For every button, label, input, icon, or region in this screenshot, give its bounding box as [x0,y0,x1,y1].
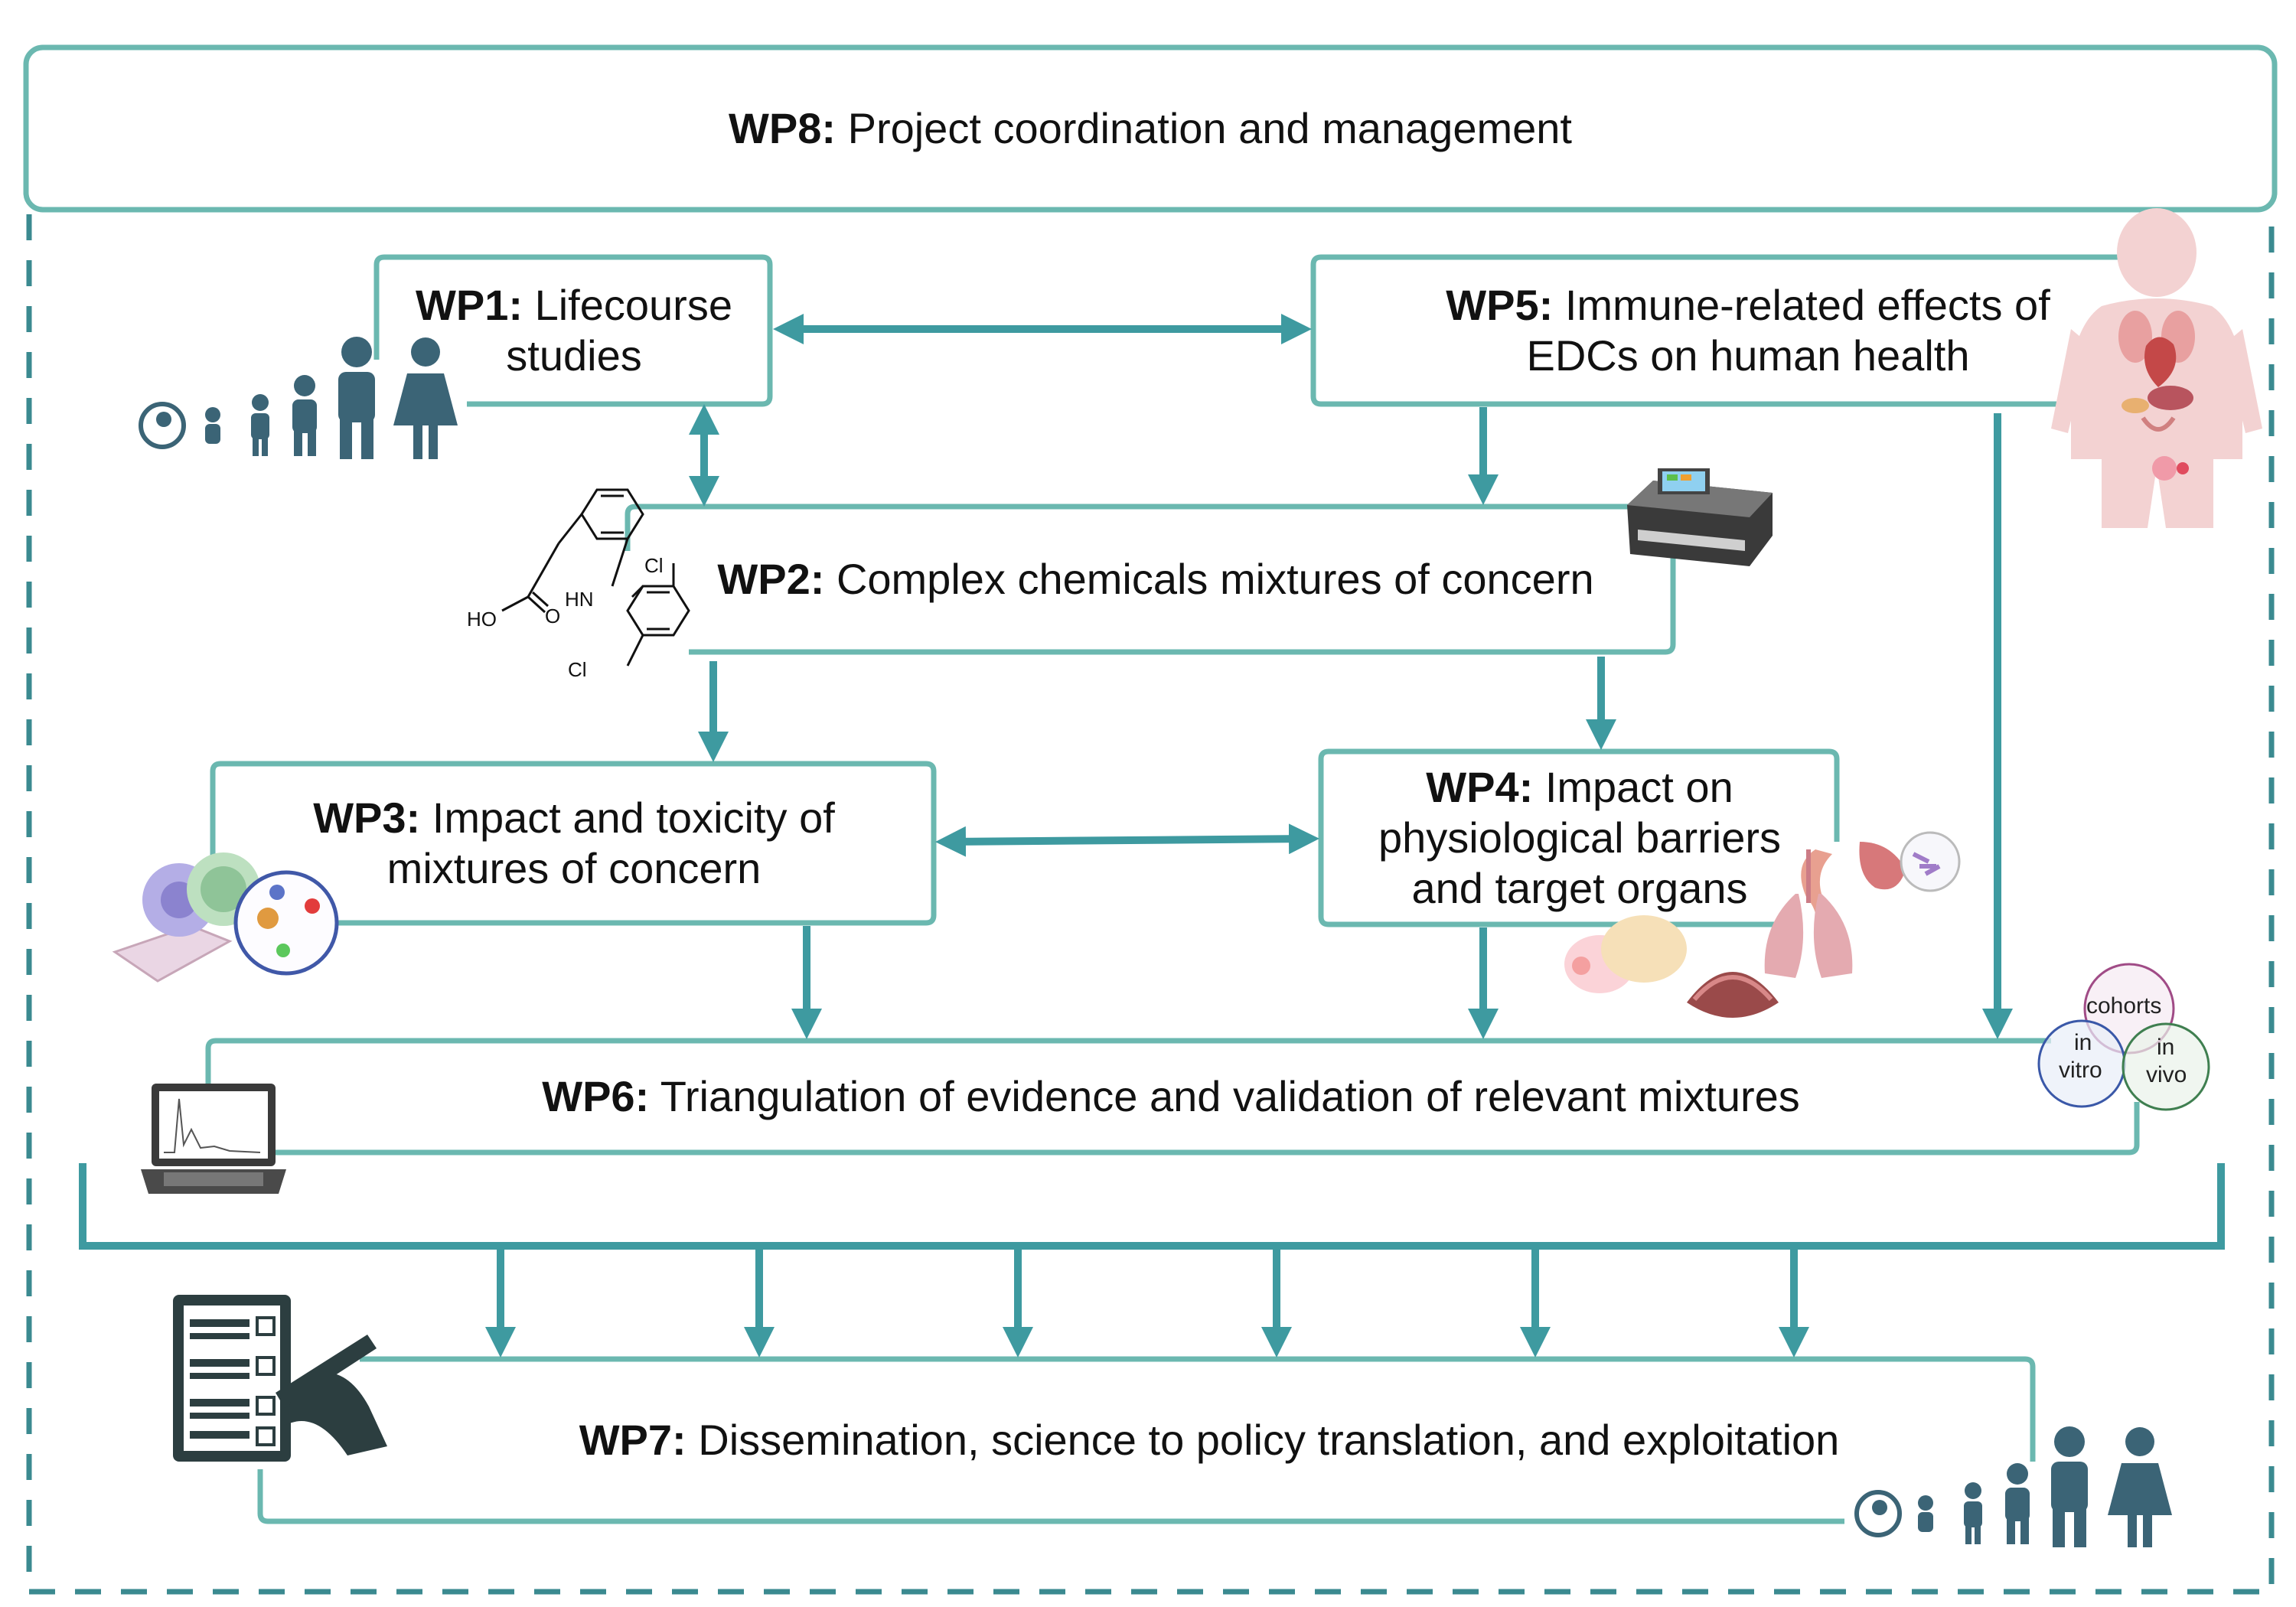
wp3-line1: Impact and toxicity of [432,794,835,842]
venn-diagram [2037,963,2210,1111]
wp4-line2: physiological barriers [1378,813,1781,862]
wp2-box [625,504,1676,655]
laptop-chart-icon [141,1084,286,1194]
wp5-line1: Immune-related effects of [1564,281,2050,329]
chem-nh: HN [565,588,594,611]
wp6-title: Triangulation of evidence and validation… [660,1072,1800,1120]
wp6-label: WP6: Triangulation of evidence and valid… [291,1045,2051,1148]
chem-cl-top: Cl [644,554,664,577]
checklist-icon [173,1295,387,1462]
wp7-code: WP7: [579,1416,687,1464]
family-lifecourse-icon-2 [1854,1426,2172,1547]
organs-icon [1564,831,1961,1018]
wp4-box [1318,748,1840,927]
venn-label-in-vitro-2: vitro [2059,1058,2102,1083]
dashed-frame [26,214,2275,1595]
wp4-code: WP4: [1426,763,1534,811]
chem-ho: HO [467,608,497,631]
wp6-code: WP6: [542,1072,650,1120]
chem-cl-bottom: Cl [568,658,587,681]
wp2-label: WP2: Complex chemicals mixtures of conce… [673,511,1638,647]
venn-label-cohorts: cohorts [2086,993,2161,1019]
wp5-code: WP5: [1446,281,1554,329]
wp4-line1: Impact on [1544,763,1733,811]
wp7-bracket [79,1163,2225,1250]
arrow-wp3-wp4 [935,823,1319,857]
wp7-box [257,1356,2036,1524]
wp3-line2: mixtures of concern [386,844,762,892]
wp3-code: WP3: [313,794,421,842]
human-body-organs-icon [2051,208,2262,528]
chemical-structure-icon [501,488,690,667]
wp2-code: WP2: [717,555,825,603]
cells-icon [112,852,339,983]
wp8-label: WP8: Project coordination and management [31,52,2270,205]
family-lifecourse-icon [139,337,458,459]
wp8-code: WP8: [729,104,837,152]
wp7-title: Dissemination, science to policy transla… [698,1416,1840,1464]
wp3-box [210,761,937,926]
venn-label-in-vitro-1: in [2074,1030,2092,1055]
chem-o: O [545,605,560,627]
venn-label-in-vivo-2: vivo [2146,1062,2187,1087]
lab-instrument-icon [1627,468,1773,566]
venn-label-in-vivo-1: in [2157,1035,2174,1060]
wp1-line2: studies [506,331,642,380]
wp5-line2: EDCs on human health [1526,331,1970,380]
wp8-box [23,44,2278,213]
wp5-box [1310,254,2120,407]
wp1-line1: Lifecourse [534,281,732,329]
wp7-label: WP7: Dissemination, science to policy tr… [398,1364,2020,1517]
wp6-box [205,1038,2140,1156]
wp8-title: Project coordination and management [847,104,1572,152]
wp1-code: WP1: [416,281,523,329]
wp2-title: Complex chemicals mixtures of concern [836,555,1594,603]
wp4-line3: and target organs [1411,864,1748,912]
wp1-box [373,254,773,407]
